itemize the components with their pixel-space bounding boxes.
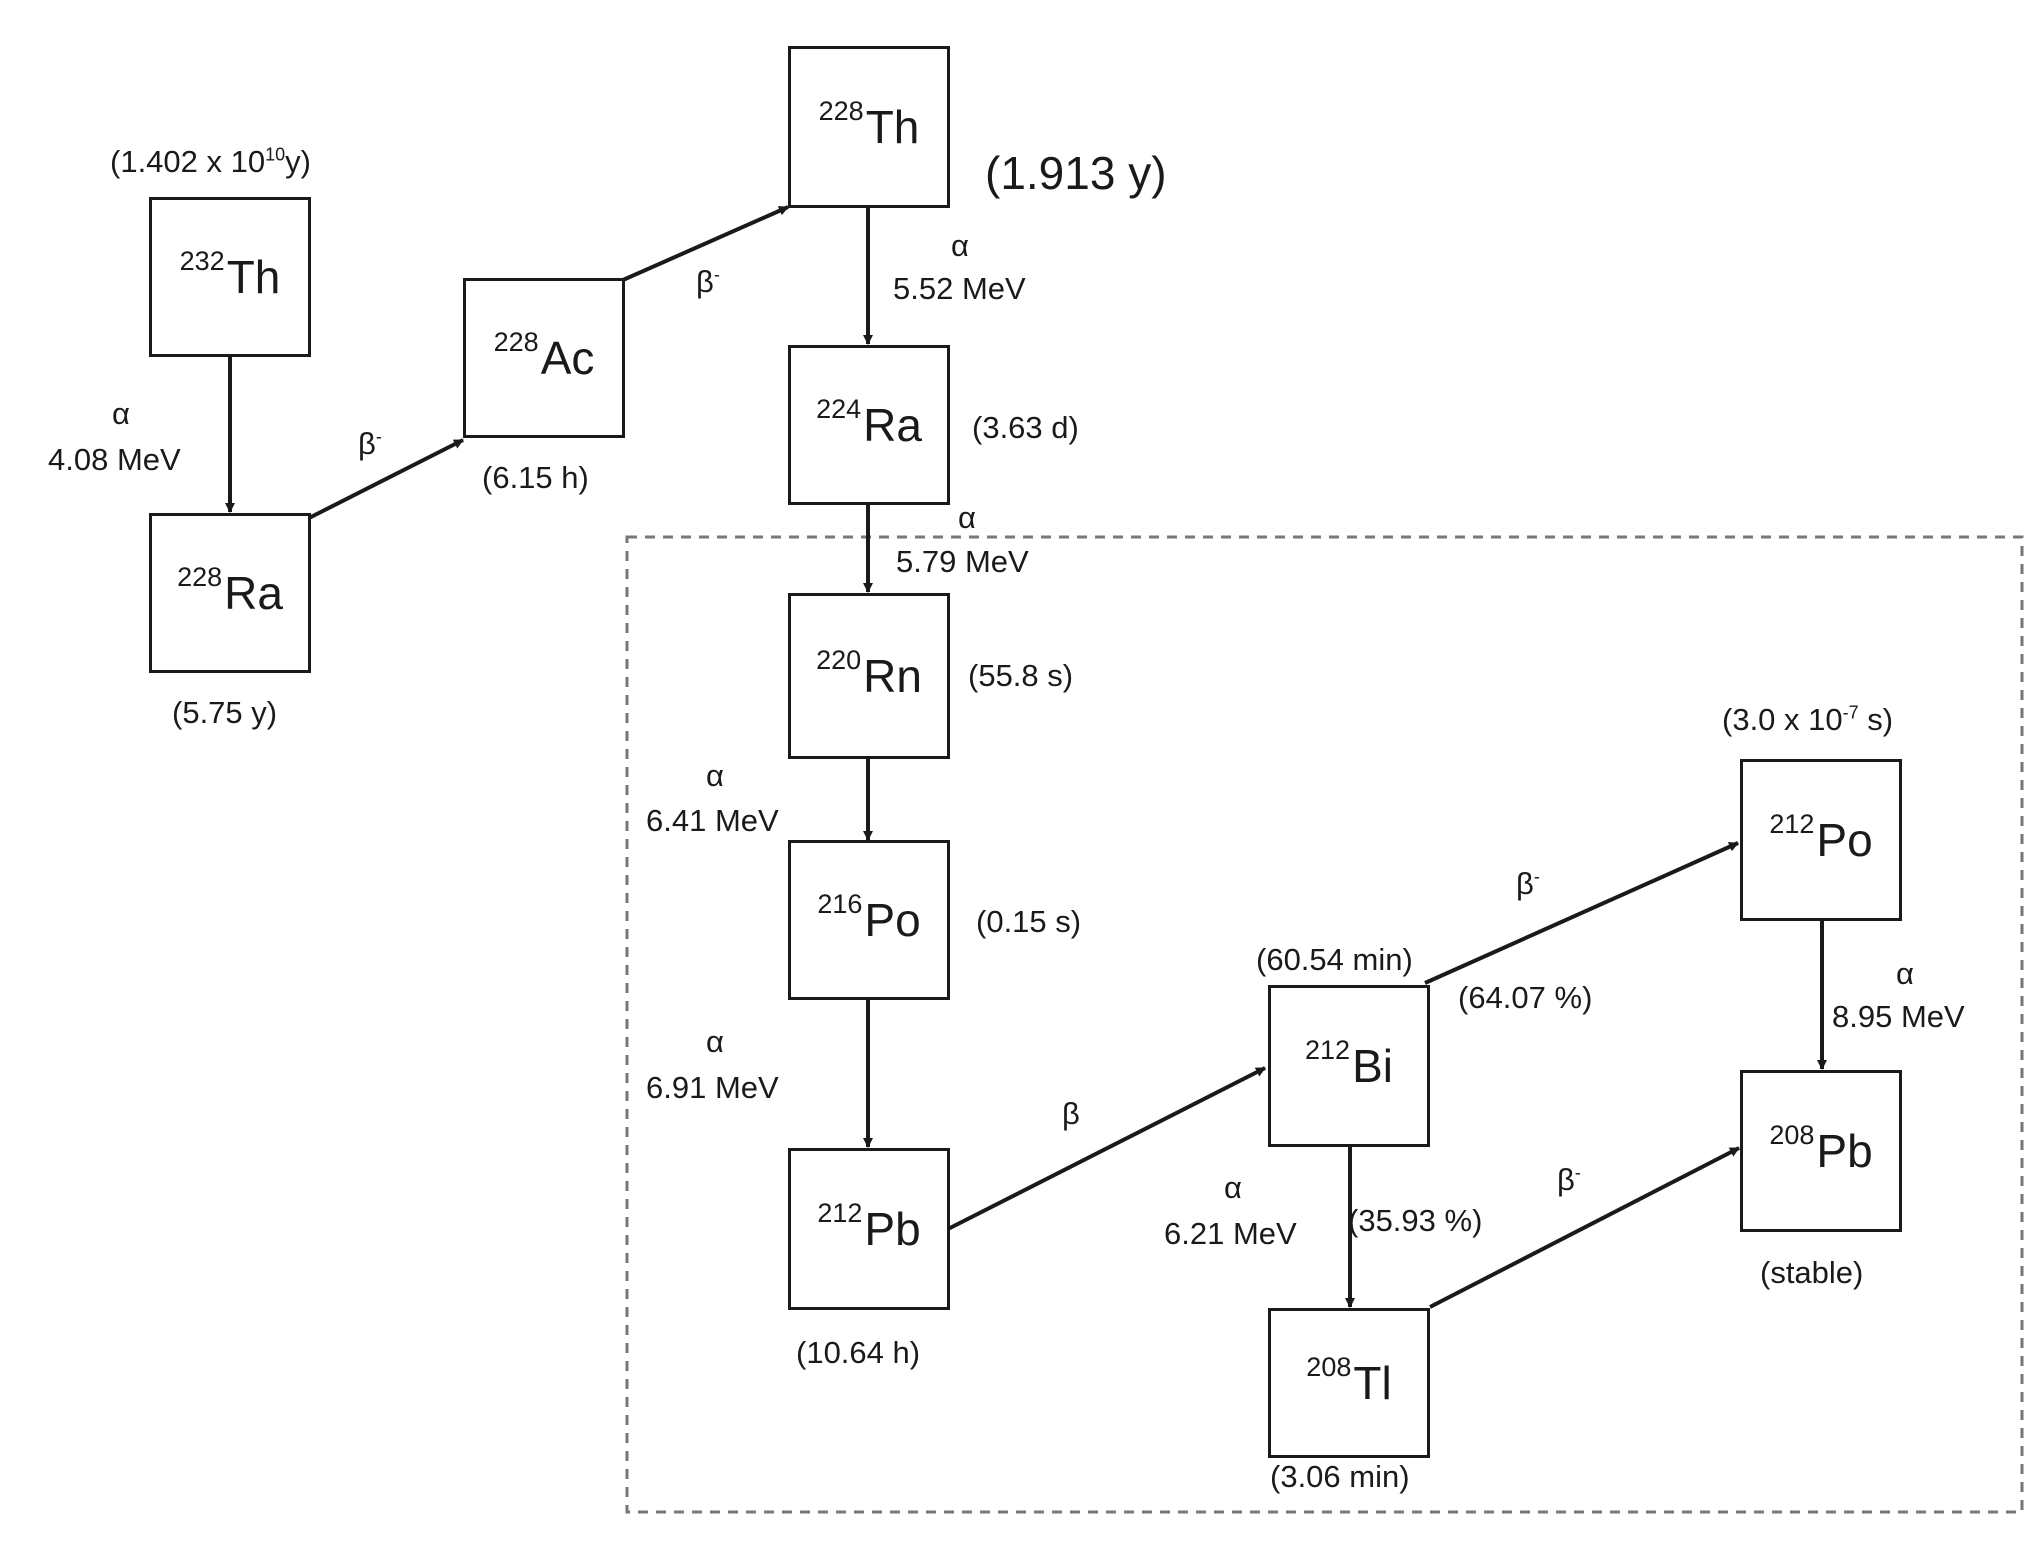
half-life-po212: (3.0 x 10-7 s) <box>1722 702 1894 737</box>
decay-mode-tl208-pb208: β- <box>1557 1162 1581 1197</box>
arrow-tl208-pb208 <box>1429 1146 1740 1309</box>
half-life-ra228: (5.75 y) <box>172 695 278 730</box>
decay-mode-bi212-tl208: α <box>1224 1170 1242 1205</box>
half-life-po216: (0.15 s) <box>976 904 1082 939</box>
half-life-th228: (1.913 y) <box>985 147 1167 199</box>
decay-mode-th232-ra228: α <box>112 396 130 431</box>
decay-mode-pb212-bi212: β <box>1062 1096 1080 1131</box>
half-life-th232: (1.402 x 1010y) <box>110 144 311 179</box>
half-life-rn220: (55.8 s) <box>968 658 1074 693</box>
decay-energy-bi212-tl208: 6.21 MeV <box>1164 1216 1297 1251</box>
half-life-ra224: (3.63 d) <box>972 410 1079 445</box>
decay-energy-po216-pb212: 6.91 MeV <box>646 1070 779 1105</box>
decay-mode-ra224-rn220: α <box>958 500 976 535</box>
decay-mode-bi212-po212: β- <box>1516 866 1540 901</box>
arrow-pb212-bi212 <box>947 1066 1266 1231</box>
decay-mode-po212-pb208: α <box>1896 956 1914 991</box>
decay-energy-th232-ra228: 4.08 MeV <box>48 442 181 477</box>
decay-energy-th228-ra224: 5.52 MeV <box>893 271 1026 306</box>
decay-mode-th228-ra224: α <box>951 228 969 263</box>
decay-mode-po216-pb212: α <box>706 1024 724 1059</box>
decay-mode-rn220-po216: α <box>706 758 724 793</box>
decay-branch-bi212-tl208: (35.93 %) <box>1348 1203 1483 1238</box>
arrow-ac228-th228 <box>622 205 789 282</box>
decay-branch-bi212-po212: (64.07 %) <box>1458 980 1593 1015</box>
half-life-tl208: (3.06 min) <box>1270 1459 1410 1494</box>
decay-mode-ra228-ac228: β- <box>358 426 382 461</box>
dashed-region <box>625 535 2024 1514</box>
half-life-pb208: (stable) <box>1760 1255 1864 1290</box>
decay-energy-po212-pb208: 8.95 MeV <box>1832 999 1965 1034</box>
arrow-bi212-po212 <box>1424 841 1739 985</box>
decay-mode-ac228-th228: β- <box>696 264 720 299</box>
half-life-bi212: (60.54 min) <box>1256 942 1413 977</box>
arrow-ra228-ac228 <box>308 438 464 520</box>
decay-energy-ra224-rn220: 5.79 MeV <box>896 544 1029 579</box>
decay-energy-rn220-po216: 6.41 MeV <box>646 803 779 838</box>
half-life-pb212: (10.64 h) <box>796 1335 921 1370</box>
half-life-ac228: (6.15 h) <box>482 460 589 495</box>
